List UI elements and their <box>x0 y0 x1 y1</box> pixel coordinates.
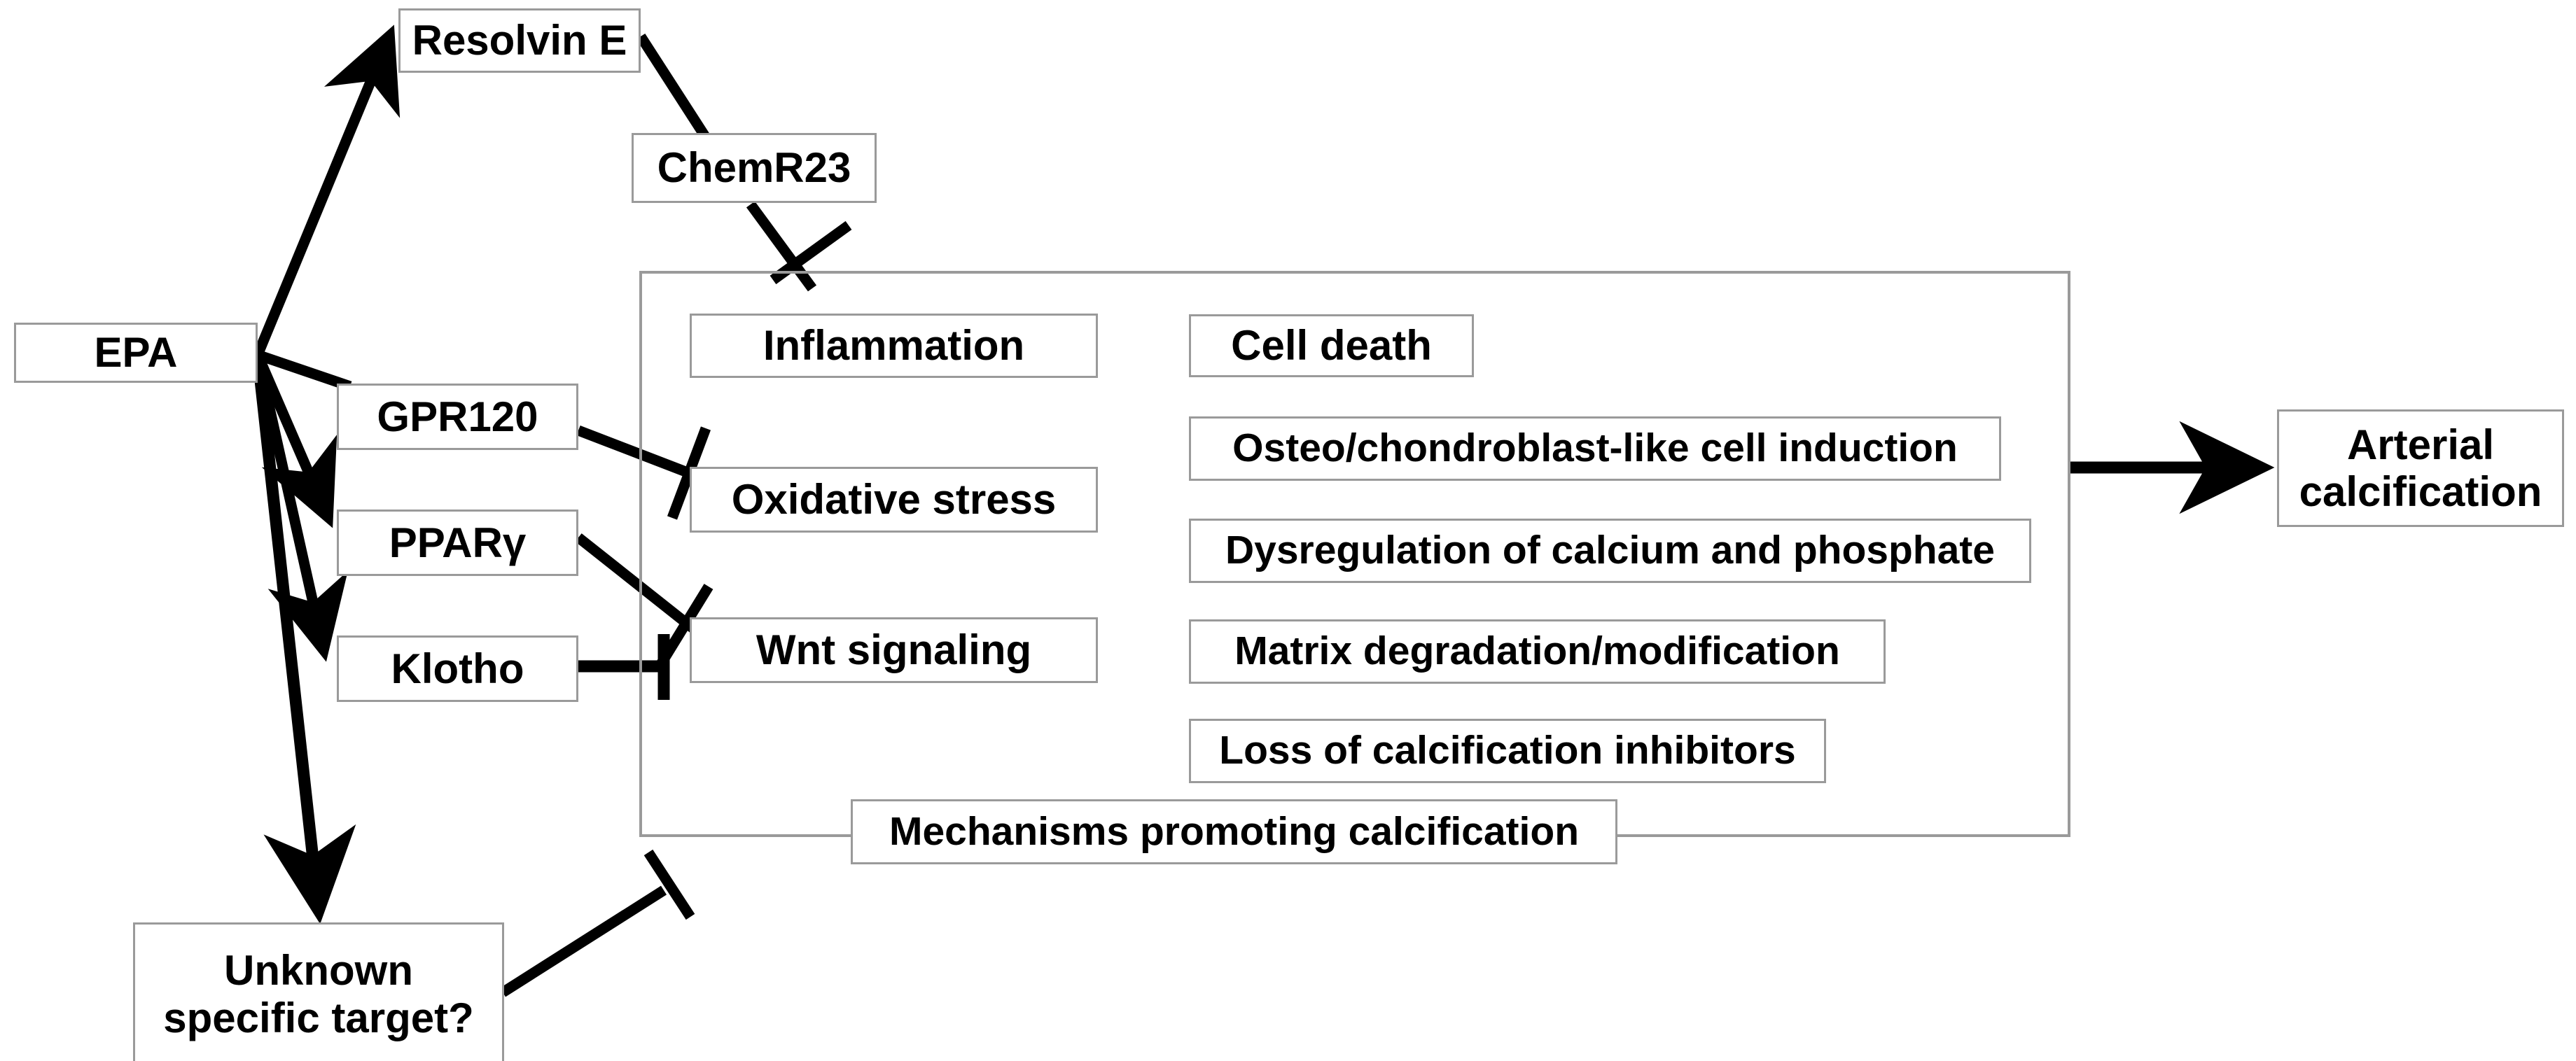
node-gpr120-label: GPR120 <box>377 393 538 440</box>
node-chemr23-label: ChemR23 <box>657 144 851 192</box>
node-resolvin-e-label: Resolvin E <box>412 17 627 64</box>
node-chemr23[interactable]: ChemR23 <box>632 133 877 203</box>
node-wnt-signaling-label: Wnt signaling <box>756 626 1032 674</box>
node-matrix-degradation-label: Matrix degradation/modification <box>1234 628 1840 674</box>
node-osteo-chondroblast-induction-label: Osteo/chondroblast-like cell induction <box>1232 426 1958 471</box>
node-calcium-phosphate-dysregulation-label: Dysregulation of calcium and phosphate <box>1225 528 1995 573</box>
node-cell-death[interactable]: Cell death <box>1189 314 1474 377</box>
node-mechanisms-promoting-calcification-label: Mechanisms promoting calcification <box>889 808 1580 854</box>
node-unknown-specific-target[interactable]: Unknown specific target? <box>133 922 504 1061</box>
node-arterial-calcification[interactable]: Arterial calcification <box>2277 409 2564 527</box>
node-calcium-phosphate-dysregulation[interactable]: Dysregulation of calcium and phosphate <box>1189 519 2031 583</box>
node-loss-of-calcification-inhibitors-label: Loss of calcification inhibitors <box>1219 728 1796 773</box>
node-klotho-label: Klotho <box>391 645 524 692</box>
node-unknown-specific-target-label: Unknown specific target? <box>163 947 474 1041</box>
node-ppar-gamma[interactable]: PPARγ <box>337 510 578 576</box>
edge-unknown-target-to-mechanisms-inhibition <box>499 849 695 997</box>
node-wnt-signaling[interactable]: Wnt signaling <box>690 617 1098 683</box>
node-klotho[interactable]: Klotho <box>337 635 578 702</box>
edge-epa-to-gpr120 <box>256 349 352 392</box>
node-loss-of-calcification-inhibitors[interactable]: Loss of calcification inhibitors <box>1189 719 1826 783</box>
node-mechanisms-promoting-calcification-label-box[interactable]: Mechanisms promoting calcification <box>851 799 1617 864</box>
node-oxidative-stress-label: Oxidative stress <box>731 476 1057 524</box>
edge-epa-to-klotho <box>252 353 348 662</box>
node-oxidative-stress[interactable]: Oxidative stress <box>690 467 1098 533</box>
node-matrix-degradation[interactable]: Matrix degradation/modification <box>1189 619 1886 684</box>
node-resolvin-e[interactable]: Resolvin E <box>398 8 641 73</box>
node-inflammation-label: Inflammation <box>763 322 1025 370</box>
node-ppar-gamma-label: PPARγ <box>389 519 527 566</box>
node-osteo-chondroblast-induction[interactable]: Osteo/chondroblast-like cell induction <box>1189 416 2001 481</box>
edge-epa-to-resolvin-e <box>253 24 401 357</box>
edge-epa-to-ppar-gamma <box>253 353 337 528</box>
node-gpr120[interactable]: GPR120 <box>337 384 578 450</box>
node-epa-label: EPA <box>94 329 178 377</box>
node-arterial-calcification-label: Arterial calcification <box>2299 421 2542 515</box>
node-cell-death-label: Cell death <box>1231 322 1432 370</box>
edge-epa-to-unknown-target <box>251 354 356 925</box>
node-inflammation[interactable]: Inflammation <box>690 314 1098 378</box>
node-epa[interactable]: EPA <box>14 323 258 383</box>
